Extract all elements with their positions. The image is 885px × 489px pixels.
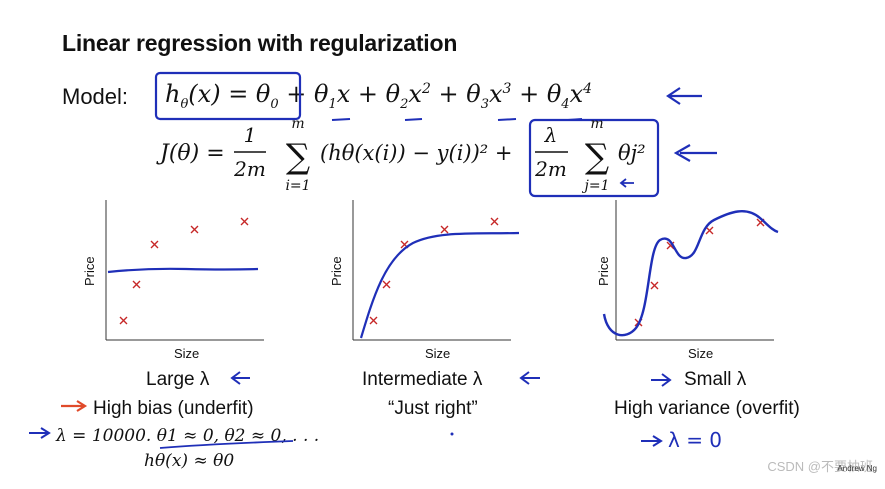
cost-sum-bot: i=1 xyxy=(285,178,310,194)
cost-frac-num: 1 xyxy=(244,123,257,147)
caption-intermediate-lambda: Intermediate λ xyxy=(362,369,483,390)
data-point xyxy=(150,240,159,249)
cost-equation: J(θ) = 1 2m m ∑ i=1 (hθ(x(i)) − y(i))² +… xyxy=(156,116,646,194)
handwritten-lambda-zero: λ = 0 xyxy=(668,428,723,452)
caption-small-lambda: Small λ xyxy=(684,369,747,390)
cost-term: (hθ(x(i)) − y(i))² + xyxy=(320,141,513,165)
data-point xyxy=(240,217,249,226)
x-axis-label: Size xyxy=(425,346,450,361)
watermark: CSDN @不要柚班 xyxy=(767,459,873,474)
plot-underfit: Price Size xyxy=(82,200,264,361)
regularization-box xyxy=(528,118,660,198)
fit-curve xyxy=(107,267,259,274)
arrow-left-icon xyxy=(666,87,702,105)
caption-large-lambda: Large λ xyxy=(146,369,210,390)
data-point xyxy=(490,217,499,226)
model-rest-terms: + θ1x + θ2x2 + θ3x3 + θ4x4 xyxy=(286,80,593,112)
underline-stroke xyxy=(159,440,294,449)
model-label: Model: xyxy=(62,84,129,109)
reg-num: λ xyxy=(544,123,558,147)
model-equation: hθ(x) = θ0 + θ1x + θ2x2 + θ3x3 + θ4x4 xyxy=(165,80,592,112)
model-h-term: hθ(x) = θ0 xyxy=(165,80,279,112)
arrow-left-icon xyxy=(673,144,717,162)
y-axis-label: Price xyxy=(82,256,97,286)
svg-text:∑: ∑ xyxy=(286,137,310,177)
small-arrow-icon xyxy=(619,178,634,188)
lambda-large-note: λ = 10000. θ1 ≈ 0, θ2 ≈ 0, . . . xyxy=(56,426,320,446)
y-axis-label: Price xyxy=(329,256,344,286)
model-box xyxy=(154,71,302,121)
watermark-andrew-ng: Andrew Ng xyxy=(837,464,877,473)
svg-text:∑: ∑ xyxy=(585,137,609,177)
reg-den: 2m xyxy=(534,157,567,181)
h-approx-note: hθ(x) ≈ θ0 xyxy=(144,451,235,471)
data-point xyxy=(705,226,714,235)
cost-frac-den: 2m xyxy=(233,157,266,181)
reg-term: θj² xyxy=(618,141,646,165)
data-point xyxy=(369,316,378,325)
plot-just-right: Price Size xyxy=(329,200,520,361)
arrow-right-icon xyxy=(29,427,51,439)
reg-sum-top: m xyxy=(590,116,603,132)
caption-high-bias: High bias (underfit) xyxy=(93,398,254,419)
reg-sum-bot: j=1 xyxy=(582,178,610,194)
plot-overfit: Price Size xyxy=(596,200,779,361)
arrow-left-icon xyxy=(230,371,250,385)
caption-high-variance: High variance (overfit) xyxy=(614,398,800,419)
x-axis-label: Size xyxy=(688,346,713,361)
slide-title: Linear regression with regularization xyxy=(62,30,458,56)
arrow-left-icon xyxy=(519,371,540,385)
arrow-right-icon xyxy=(651,373,672,387)
data-point xyxy=(650,281,659,290)
arrow-right-red-icon xyxy=(61,400,88,412)
fit-curve xyxy=(602,210,779,337)
cost-lhs: J(θ) = xyxy=(156,141,225,166)
data-point xyxy=(119,316,128,325)
y-axis-label: Price xyxy=(596,256,611,286)
data-point xyxy=(382,280,391,289)
data-point xyxy=(440,225,449,234)
data-point xyxy=(190,225,199,234)
caption-just-right: “Just right” xyxy=(388,398,478,419)
arrow-right-icon xyxy=(641,435,663,447)
cost-sum-top: m xyxy=(291,116,304,132)
data-point xyxy=(132,280,141,289)
x-axis-label: Size xyxy=(174,346,199,361)
fit-curve xyxy=(359,231,520,339)
